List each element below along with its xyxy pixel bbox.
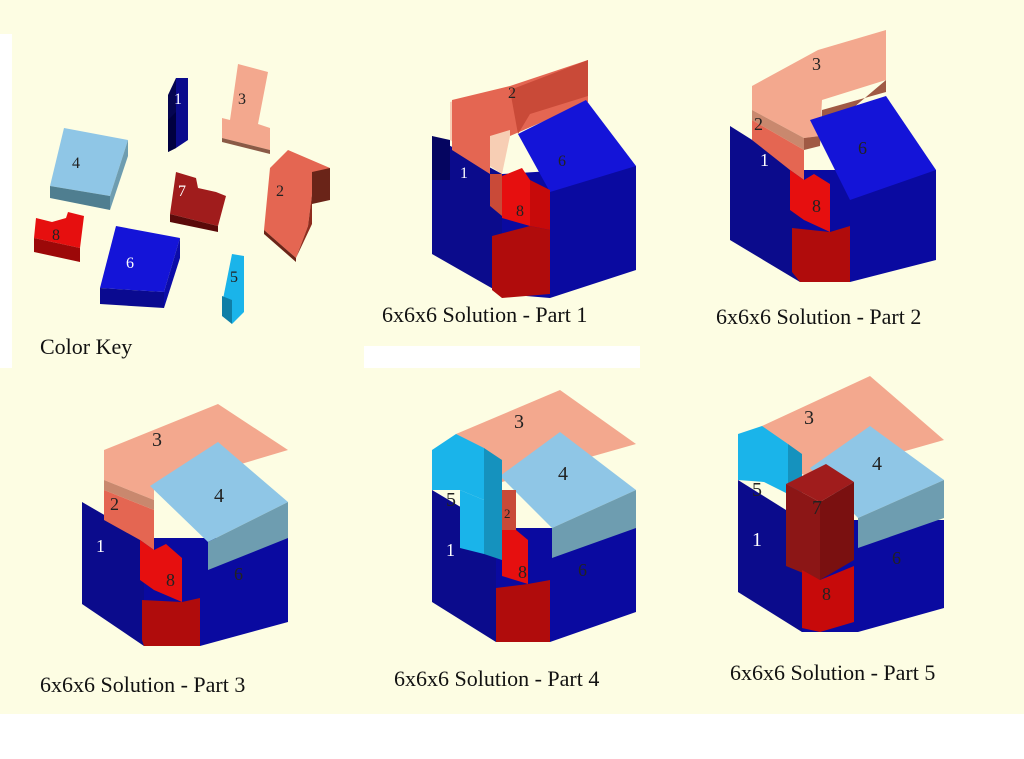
piece-1-label: 1 (174, 91, 182, 108)
piece-2-shape: 2 (264, 150, 330, 262)
part-4-label-3: 3 (514, 411, 524, 433)
piece-2-label: 2 (276, 183, 284, 200)
piece-7-label: 7 (178, 183, 186, 200)
part-4-label-6: 6 (578, 560, 587, 580)
color-key-caption: Color Key (40, 334, 133, 359)
part-4-label-2: 2 (504, 506, 511, 521)
part-5-label-5: 5 (752, 479, 762, 501)
solution-part-3-cube: 3 2 1 4 8 6 (82, 404, 288, 646)
piece-3-shape: 3 (222, 64, 270, 154)
solution-part-2-cube: 3 2 1 6 8 (730, 30, 936, 282)
piece-6-label: 6 (126, 255, 134, 272)
part-4-label-5: 5 (446, 489, 456, 511)
solution-part-4-cube: 3 4 5 2 1 8 6 (432, 390, 636, 642)
solution-part-3-caption: 6x6x6 Solution - Part 3 (40, 672, 246, 697)
part-3-label-3: 3 (152, 429, 162, 451)
part-1-label-1: 1 (460, 165, 468, 182)
part-1-label-2: 2 (508, 85, 516, 102)
part-4-label-8: 8 (518, 562, 527, 582)
part-4-label-4: 4 (558, 463, 568, 485)
part-2-label-8: 8 (812, 196, 821, 216)
part-5-label-3: 3 (804, 407, 814, 429)
solution-part-1-caption: 6x6x6 Solution - Part 1 (382, 302, 588, 327)
part-5-label-6: 6 (892, 548, 901, 568)
piece-6-shape: 6 (100, 226, 180, 308)
part-2-label-6: 6 (858, 138, 867, 158)
piece-7-shape: 7 (170, 172, 226, 232)
piece-8-shape: 8 (34, 212, 84, 262)
solution-part-5-caption: 6x6x6 Solution - Part 5 (730, 660, 936, 685)
part-2-label-3: 3 (812, 54, 821, 74)
part-3-label-4: 4 (214, 485, 224, 507)
part-3-label-6: 6 (234, 564, 243, 584)
solution-part-2-caption: 6x6x6 Solution - Part 2 (716, 304, 922, 329)
piece-5-shape: 5 (222, 254, 244, 324)
part-1-label-6: 6 (558, 153, 566, 170)
part-2-label-1: 1 (760, 150, 769, 170)
color-key-pieces: 1 3 4 7 2 8 6 5 (34, 64, 330, 324)
part-2-label-2: 2 (754, 114, 763, 134)
part-3-label-8: 8 (166, 570, 175, 590)
piece-8-label: 8 (52, 227, 60, 244)
part-5-label-7: 7 (812, 497, 822, 519)
part-3-label-2: 2 (110, 494, 119, 514)
part-5-label-1: 1 (752, 529, 762, 551)
part-5-label-8: 8 (822, 584, 831, 604)
solution-part-1-cube: 2 1 6 8 (432, 60, 636, 298)
solution-part-5-cube: 3 4 5 7 1 6 8 (738, 376, 944, 632)
panel-top-left (0, 0, 348, 34)
piece-1-shape: 1 (168, 78, 188, 152)
piece-4-shape: 4 (50, 128, 128, 210)
part-3-label-1: 1 (96, 536, 105, 556)
part-4-label-1: 1 (446, 540, 455, 560)
part-5-label-4: 4 (872, 453, 882, 475)
piece-4-label: 4 (72, 155, 80, 172)
part-1-label-8: 8 (516, 203, 524, 220)
solution-part-4-caption: 6x6x6 Solution - Part 4 (394, 666, 600, 691)
piece-5-label: 5 (230, 269, 238, 286)
piece-3-label: 3 (238, 91, 246, 108)
